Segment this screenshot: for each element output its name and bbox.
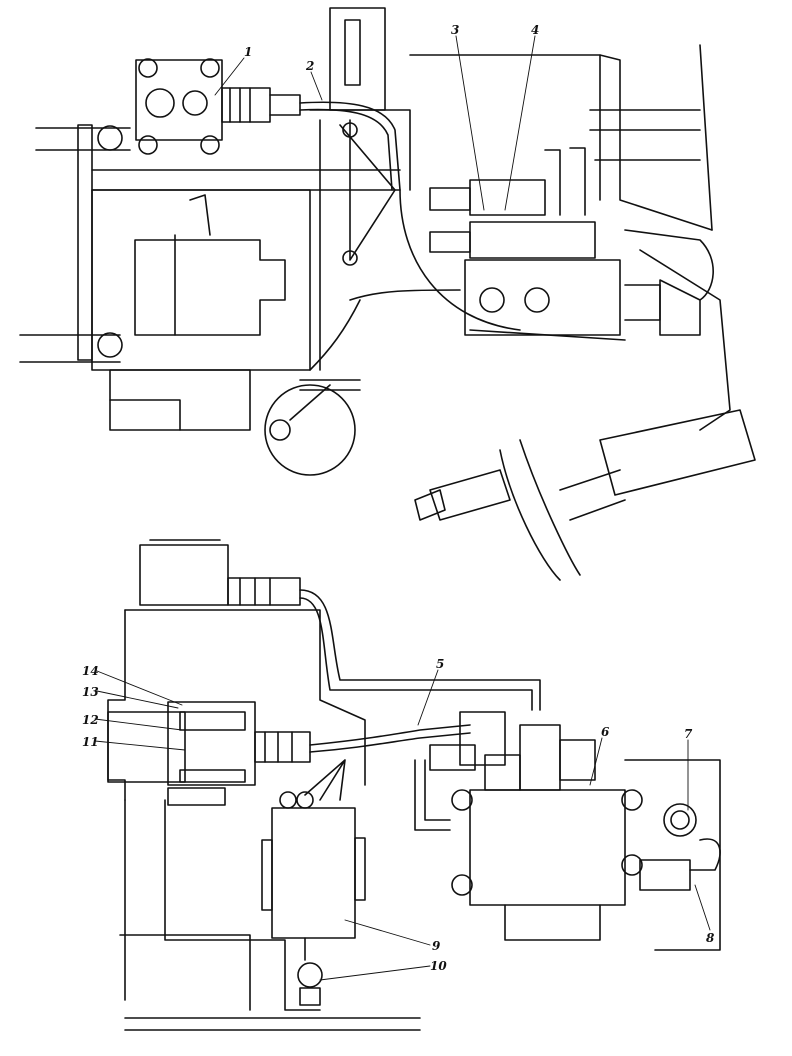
callout-13: 13	[82, 685, 99, 699]
callout-2: 2	[305, 59, 314, 73]
callout-10: 10	[430, 959, 447, 973]
callout-11: 11	[82, 735, 99, 749]
callout-14: 14	[82, 664, 99, 678]
callout-12: 12	[82, 713, 99, 727]
leader-lines	[94, 35, 711, 981]
callout-9: 9	[432, 939, 441, 953]
callout-7: 7	[684, 727, 693, 741]
callout-8: 8	[706, 931, 715, 945]
top-view	[19, 7, 756, 581]
callout-3: 3	[451, 23, 459, 37]
callout-1: 1	[244, 45, 252, 59]
callout-4: 4	[531, 23, 539, 37]
callout-labels: 1 2 3 4 5 6 7 8 9 10 11 12 13 14	[82, 23, 715, 973]
callout-6: 6	[601, 725, 610, 739]
bottom-view	[107, 539, 721, 1031]
callout-5: 5	[436, 657, 444, 671]
